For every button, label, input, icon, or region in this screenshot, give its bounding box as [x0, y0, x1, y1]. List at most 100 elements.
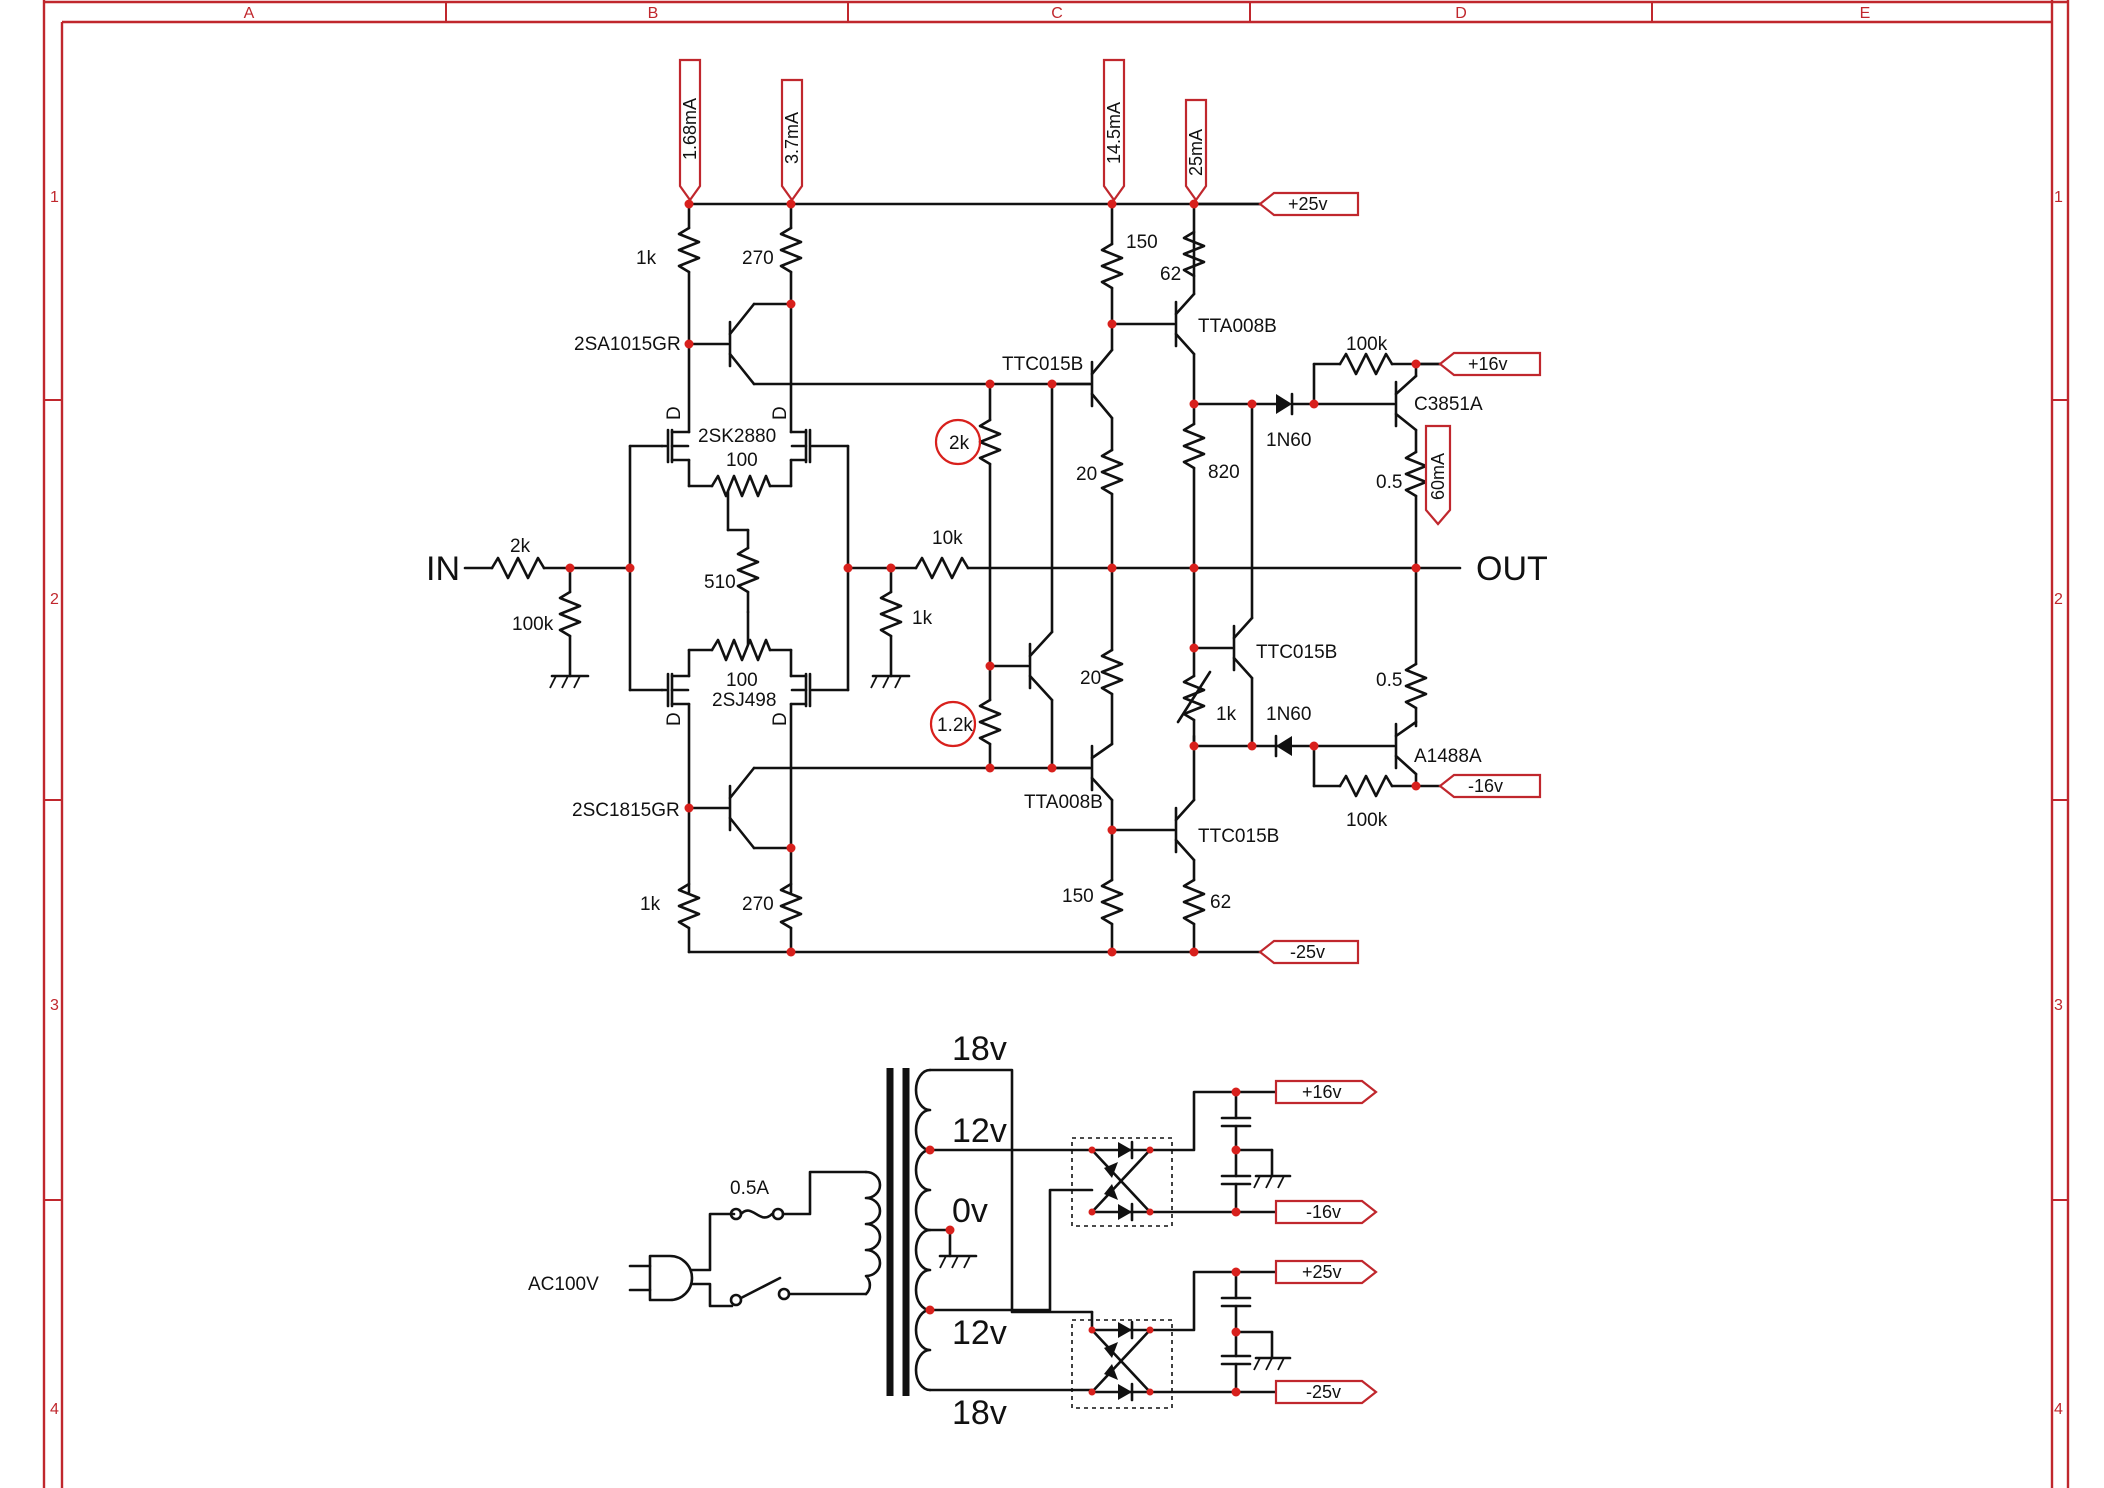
tap-12v-bot-label: 12v — [952, 1314, 1007, 1352]
current-probe-flags: 1.68mA 3.7mA 14.5mA 25mA 60mA — [678, 58, 1452, 526]
flag-neg25-amp-label: -25v — [1290, 942, 1325, 962]
r-bot-270-label: 270 — [742, 894, 774, 915]
output-port-label: OUT — [1476, 550, 1548, 588]
frame-row-2-left: 2 — [50, 591, 59, 608]
flag-pos16-amp — [1438, 351, 1542, 377]
q-tta008b-bot-label: TTA008B — [1024, 792, 1103, 813]
bridge-rectifier-2 — [1071, 1319, 1173, 1409]
frame-row-4-right: 4 — [2054, 1401, 2063, 1418]
current-probe-3-label: 14.5mA — [1104, 102, 1124, 164]
current-probe-5 — [1424, 424, 1452, 526]
frame-col-c: C — [1051, 5, 1063, 22]
d-1n60-top-label: 1N60 — [1266, 430, 1311, 451]
frame-col-a: A — [244, 5, 255, 22]
transformer-icon — [864, 1068, 932, 1396]
r-top-1k-label: 1k — [636, 248, 657, 269]
flag-pos25-psu — [1274, 1259, 1378, 1285]
amp-junctions — [565, 199, 1421, 957]
current-probe-2-label: 3.7mA — [782, 112, 802, 164]
frame-col-d: D — [1455, 5, 1467, 22]
switch-terminal-right — [777, 1287, 791, 1301]
r-62-bot-label: 62 — [1210, 892, 1231, 913]
r-fb-10k-label: 10k — [932, 528, 963, 549]
r-820-label: 820 — [1208, 462, 1240, 483]
r-ring-1k2-label: 1.2k — [937, 715, 973, 736]
r-top-270-label: 270 — [742, 248, 774, 269]
vas-stage: 2k 1.2k TTC015B 20 1 — [929, 202, 1337, 954]
fuse-terminal-right — [771, 1207, 785, 1221]
flag-neg25-psu-label: -25v — [1306, 1382, 1341, 1402]
current-probe-1 — [678, 58, 702, 202]
flag-neg16-psu — [1274, 1199, 1378, 1225]
amplifier-circuit: IN 2k 100k — [426, 58, 1548, 965]
fuse-icon — [739, 1209, 774, 1219]
q-2sa1015-label: 2SA1015GR — [574, 334, 681, 355]
q-c3851a-label: C3851A — [1414, 394, 1483, 415]
mains-label: AC100V — [528, 1274, 599, 1295]
r-100k-top-label: 100k — [1346, 334, 1388, 355]
flag-pos25-psu-label: +25v — [1302, 1262, 1342, 1282]
current-probe-1-label: 1.68mA — [680, 98, 700, 160]
r-20-bot-label: 20 — [1080, 668, 1101, 689]
current-probe-2 — [780, 78, 804, 202]
r-05-top-label: 0.5 — [1376, 472, 1402, 493]
switch-terminal-left — [729, 1293, 743, 1307]
q-ttc015b-bot-label: TTC015B — [1198, 826, 1279, 847]
resistor-2k-highlight — [934, 418, 982, 466]
flag-neg25-amp — [1258, 939, 1360, 965]
frame-row-4-left: 4 — [50, 1401, 59, 1418]
tap-18v-top-label: 18v — [952, 1030, 1007, 1068]
tap-0v-label: 0v — [952, 1192, 988, 1230]
r-100k-bot-label: 100k — [1346, 810, 1388, 831]
q-2sk2880-label: 2SK2880 — [698, 426, 776, 447]
r-bal-top-label: 100 — [726, 450, 758, 471]
fuse-label: 0.5A — [730, 1178, 769, 1199]
fet-drain-mark-4: D — [770, 712, 791, 726]
flag-pos25-amp — [1258, 191, 1360, 217]
drawing-frame: A B C D E 1 2 3 4 1 2 3 4 — [42, 0, 2070, 1488]
flag-pos25-amp-label: +25v — [1288, 194, 1328, 214]
r-in-series-label: 2k — [510, 536, 531, 557]
frame-row-1-left: 1 — [50, 189, 59, 206]
tap-12v-top-label: 12v — [952, 1112, 1007, 1150]
frame-col-b: B — [648, 5, 659, 22]
q-ttc015b-top-label: TTC015B — [1002, 354, 1083, 375]
q-2sj498-label: 2SJ498 — [712, 690, 776, 711]
r-20-top-label: 20 — [1076, 464, 1097, 485]
flag-neg25-psu — [1274, 1379, 1378, 1405]
r-150-top-label: 150 — [1126, 232, 1158, 253]
power-supply-circuit: AC100V 0.5A 18v 12v 0v 12v 18v — [528, 1030, 1378, 1432]
q-2sc1815-label: 2SC1815GR — [572, 800, 680, 821]
r-bot-1k-label: 1k — [640, 894, 661, 915]
input-stage-top: 1k 270 2SA1015GR 2SK2880 100 510 D D — [574, 202, 992, 614]
frame-row-3-right: 3 — [2054, 997, 2063, 1014]
r-vbe-1k-label: 1k — [1216, 704, 1237, 725]
d-1n60-bot-label: 1N60 — [1266, 704, 1311, 725]
flag-neg16-amp-label: -16v — [1468, 776, 1503, 796]
flag-neg16-amp — [1438, 773, 1542, 799]
r-in-shunt-label: 100k — [512, 614, 554, 635]
tap-18v-bot-label: 18v — [952, 1394, 1007, 1432]
bridge-rectifier-1 — [1071, 1137, 1173, 1227]
input-stage-bottom: 100 2SJ498 2SC1815GR 1k 270 D D — [572, 566, 992, 954]
flag-pos16-psu — [1274, 1079, 1378, 1105]
r-fb-1k-label: 1k — [912, 608, 933, 629]
current-probe-4-label: 25mA — [1186, 129, 1206, 176]
current-probe-4 — [1184, 98, 1208, 202]
power-switch-icon — [739, 1276, 782, 1300]
current-probe-3 — [1102, 58, 1126, 202]
flag-neg16-psu-label: -16v — [1306, 1202, 1341, 1222]
input-port-label: IN — [426, 550, 460, 588]
amp-supply-flags: +25v -25v +16v -16v — [1192, 191, 1542, 965]
feedback-network: 10k 1k — [846, 528, 1462, 689]
fet-drain-mark-2: D — [770, 406, 791, 420]
frame-col-e: E — [1860, 5, 1871, 22]
q-tta008b-top-label: TTA008B — [1198, 316, 1277, 337]
psu-junctions — [925, 1087, 1241, 1397]
frame-row-3-left: 3 — [50, 997, 59, 1014]
flag-pos16-amp-label: +16v — [1468, 354, 1508, 374]
r-62-top-label: 62 — [1160, 264, 1181, 285]
resistor-1k2-highlight — [929, 700, 977, 748]
mains-plug-icon — [628, 1254, 694, 1302]
